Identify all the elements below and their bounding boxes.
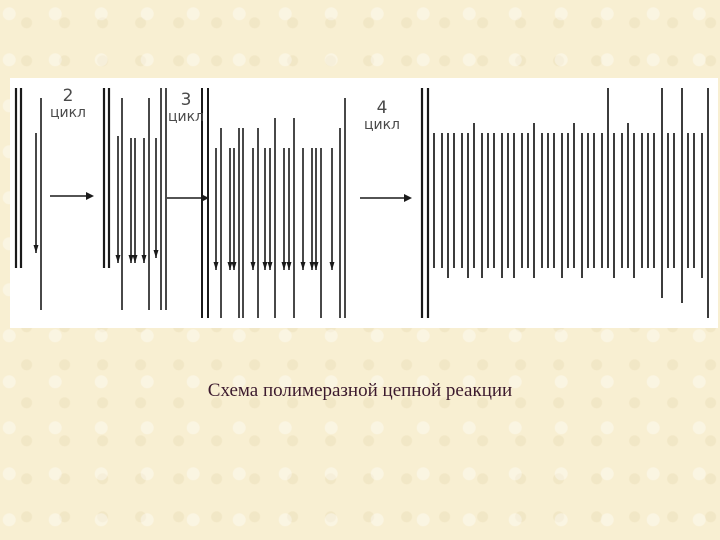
cycle-arrow-3-head <box>404 194 412 202</box>
primer-tip <box>329 262 335 270</box>
cycle-arrow-1-head <box>86 192 94 200</box>
primer-tip <box>231 262 237 270</box>
primer-tip <box>267 262 273 270</box>
cycle-4-number: 4 <box>376 98 388 118</box>
cycle-2-text: цикл <box>49 105 87 121</box>
cycle-3-label: 3 цикл <box>166 92 206 126</box>
primer-tip <box>132 255 138 263</box>
primer-tip <box>213 262 219 270</box>
primer-tip <box>281 262 287 270</box>
primer-tip <box>250 262 256 270</box>
primer-tip <box>313 262 319 270</box>
pcr-diagram: 2 цикл 3 цикл 4 цикл <box>10 78 718 328</box>
primer-tip <box>262 262 268 270</box>
primer-tip <box>33 245 39 253</box>
cycle-3-text: цикл <box>167 109 205 125</box>
primer-tip <box>115 255 121 263</box>
cycle-2-number: 2 <box>62 86 74 106</box>
primer-tip <box>300 262 306 270</box>
primer-tip <box>227 262 233 270</box>
primer-tip <box>141 255 147 263</box>
primer-tip <box>309 262 315 270</box>
cycle-4-label: 4 цикл <box>362 100 402 134</box>
cycle-4-text: цикл <box>363 117 401 133</box>
pcr-strands-svg <box>14 88 709 318</box>
cycle-2-label: 2 цикл <box>48 88 88 122</box>
primer-tip <box>286 262 292 270</box>
cycle-3-number: 3 <box>180 90 192 110</box>
primer-tip <box>128 255 134 263</box>
primer-tip <box>153 250 159 258</box>
slide-caption: Схема полимеразной цепной реакции <box>207 380 513 401</box>
